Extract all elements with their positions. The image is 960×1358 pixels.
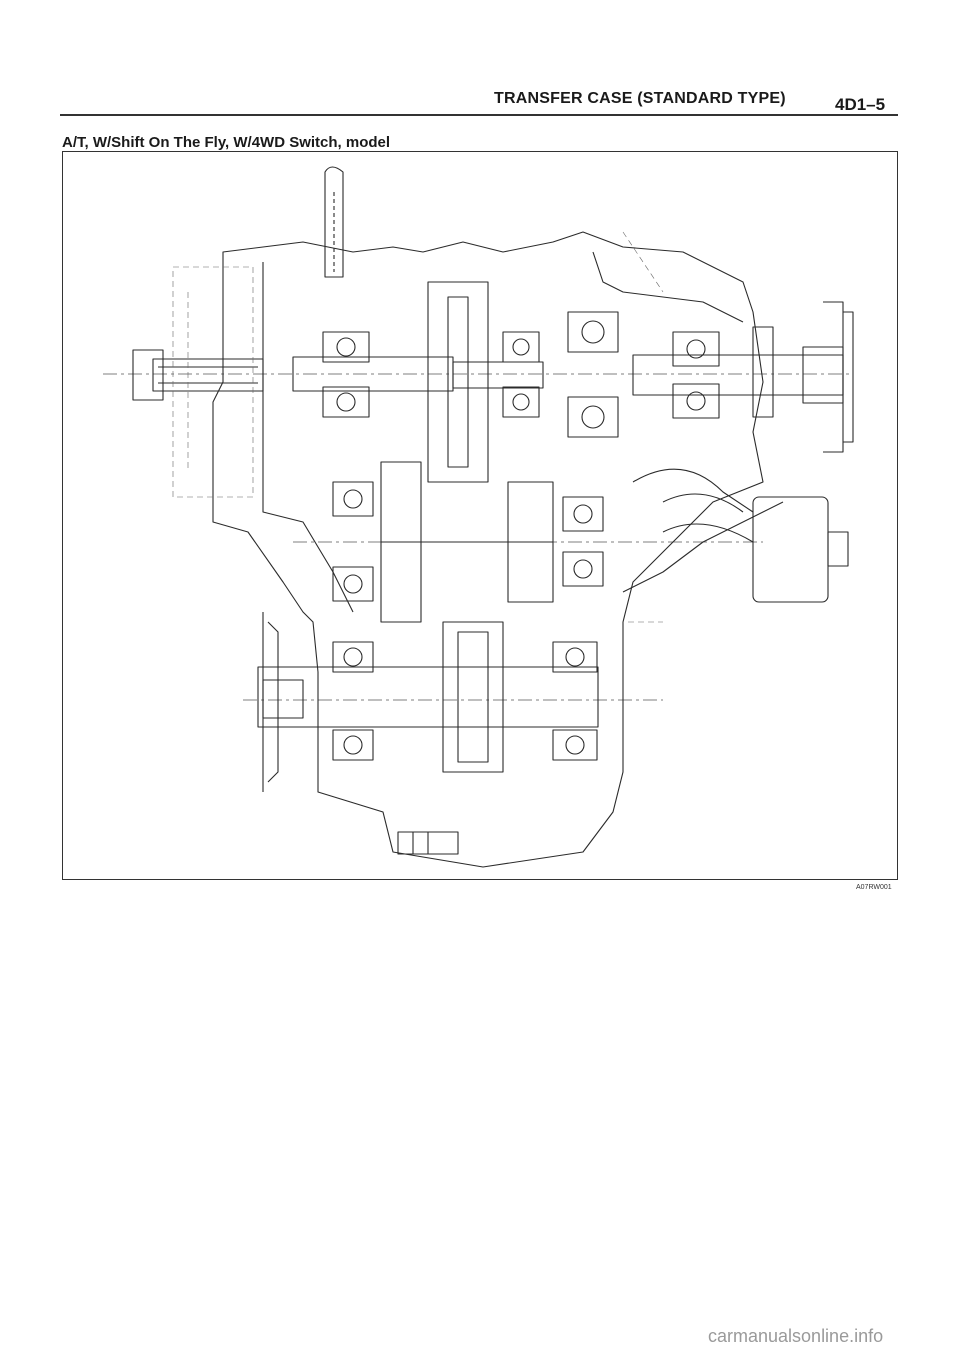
header-rule bbox=[60, 114, 898, 116]
shaft-centerlines bbox=[103, 373, 853, 701]
page-header-title: TRANSFER CASE (STANDARD TYPE) bbox=[494, 90, 786, 107]
breather-tube bbox=[324, 166, 344, 278]
front-output-shaft bbox=[257, 612, 599, 792]
phantom-lines bbox=[172, 231, 664, 623]
figure-code: A07RW001 bbox=[856, 884, 892, 891]
gear-set bbox=[380, 281, 554, 623]
bearings bbox=[322, 311, 720, 761]
actuator-motor bbox=[632, 468, 849, 603]
page-number: 4D1–5 bbox=[835, 95, 886, 114]
input-shaft bbox=[132, 349, 544, 401]
housing-outline bbox=[212, 231, 764, 868]
drain-bolt bbox=[397, 831, 459, 855]
section-title: A/T, W/Shift On The Fly, W/4WD Switch, m… bbox=[62, 134, 391, 151]
transfer-case-cross-section-figure bbox=[62, 151, 898, 880]
watermark: carmanualsonline.info bbox=[708, 1326, 884, 1346]
transfer-case-drawing bbox=[103, 166, 854, 868]
rear-output-shaft bbox=[632, 301, 854, 453]
